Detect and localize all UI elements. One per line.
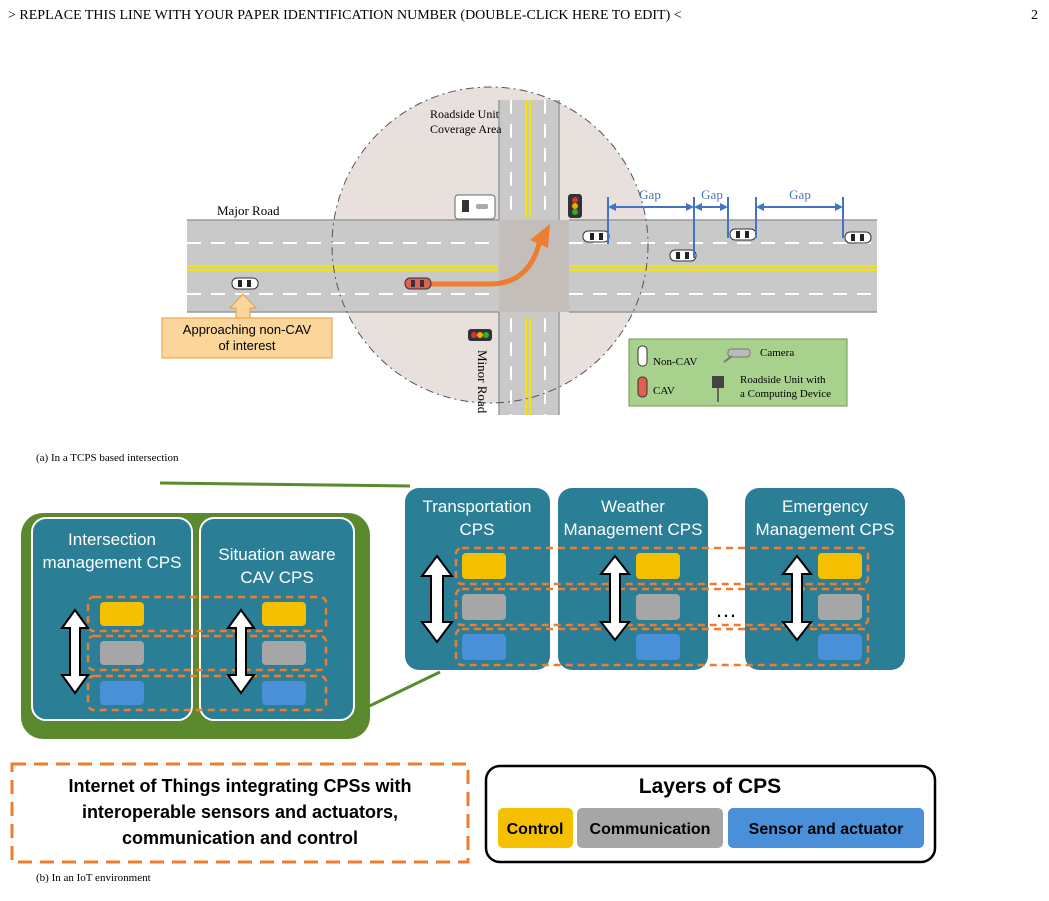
green-frame	[21, 513, 370, 739]
layer-swatch-communication	[577, 808, 723, 848]
iot-dashed-box	[10, 762, 470, 864]
cps-title-line2: Management CPS	[756, 520, 895, 539]
figure-a-caption: (a) In a TCPS based intersection	[36, 452, 179, 464]
callout-line2: of interest	[218, 338, 275, 353]
coverage-label-line2: Coverage Area	[430, 122, 502, 136]
figure-a-legend	[628, 338, 848, 407]
cps-title-line1: Transportation	[423, 497, 532, 516]
cps-title-line2: Management CPS	[564, 520, 703, 539]
major-road-surface	[187, 220, 877, 312]
layer-swatch-control	[498, 808, 573, 848]
layers-legend-title: Layers of CPS	[639, 775, 781, 798]
ellipsis: …	[715, 597, 737, 622]
layer-label: Sensor and actuator	[749, 821, 904, 838]
figure-b-caption: (b) In an IoT environment	[36, 872, 151, 884]
rsu-icon	[712, 376, 724, 402]
cps-title-line1: Weather	[601, 497, 665, 516]
cps-box-emergency	[745, 488, 905, 670]
cps-title-line2: management CPS	[43, 553, 182, 572]
cav-turn-path	[430, 239, 543, 287]
layer-swatch-sensor	[728, 808, 924, 848]
gap-label: Gap	[639, 187, 661, 202]
non-cav-callout	[161, 293, 333, 359]
legend-rsu-line2: a Computing Device	[740, 388, 831, 400]
coverage-boundary	[331, 86, 649, 404]
cps-box-intersection	[31, 517, 193, 721]
layer-blocks	[100, 553, 862, 705]
layer-label: Communication	[590, 821, 711, 838]
non-cav-vehicle	[582, 230, 610, 243]
gap-indicators	[607, 197, 844, 258]
cps-title-line2: CAV CPS	[240, 568, 313, 587]
iot-text-line3: communication and control	[122, 828, 358, 848]
cps-title-line1: Emergency	[782, 497, 868, 516]
minor-road-label: Minor Road	[475, 350, 490, 414]
gap-label: Gap	[789, 187, 811, 202]
cps-box-situation-aware	[199, 517, 355, 721]
non-cav-vehicle	[669, 249, 697, 262]
minor-road-surface	[499, 100, 559, 415]
coverage-label-line1: Roadside Unit	[430, 107, 500, 121]
running-title: > REPLACE THIS LINE WITH YOUR PAPER IDEN…	[8, 8, 682, 23]
camera-icon	[723, 348, 751, 363]
cps-title-line2: CPS	[460, 520, 495, 539]
cav-vehicle	[404, 277, 432, 290]
iot-text-line2: interoperable sensors and actuators,	[82, 802, 398, 822]
non-cav-vehicle	[844, 231, 872, 244]
legend-cav: CAV	[653, 385, 675, 397]
gap-label: Gap	[701, 187, 723, 202]
traffic-light-icon	[468, 329, 492, 341]
legend-non-cav: Non-CAV	[653, 356, 697, 368]
traffic-light-icon	[568, 194, 582, 218]
rsu-coverage-area	[332, 87, 648, 403]
page-header: > REPLACE THIS LINE WITH YOUR PAPER IDEN…	[8, 8, 1038, 30]
cps-box-weather	[558, 488, 708, 670]
roadside-unit-icon	[454, 194, 496, 220]
legend-camera: Camera	[760, 347, 794, 359]
cps-title-line1: Situation aware	[218, 545, 335, 564]
non-cav-of-interest	[231, 277, 259, 290]
layers-legend-box	[484, 764, 937, 864]
intersection-box	[499, 220, 569, 312]
callout-line1: Approaching non-CAV	[183, 322, 312, 337]
page-number: 2	[1031, 8, 1038, 23]
vertical-double-arrows	[60, 554, 814, 695]
non-cav-vehicle	[729, 228, 757, 241]
cav-turn-arrowhead	[530, 224, 550, 248]
iot-text-line1: Internet of Things integrating CPSs with	[68, 776, 411, 796]
legend-rsu-line1: Roadside Unit with	[740, 374, 826, 386]
layer-label: Control	[507, 821, 564, 838]
cps-box-transportation	[405, 488, 550, 670]
major-road-label: Major Road	[217, 203, 280, 218]
layer-connectors	[86, 546, 870, 712]
cps-title-line1: Intersection	[68, 530, 156, 549]
